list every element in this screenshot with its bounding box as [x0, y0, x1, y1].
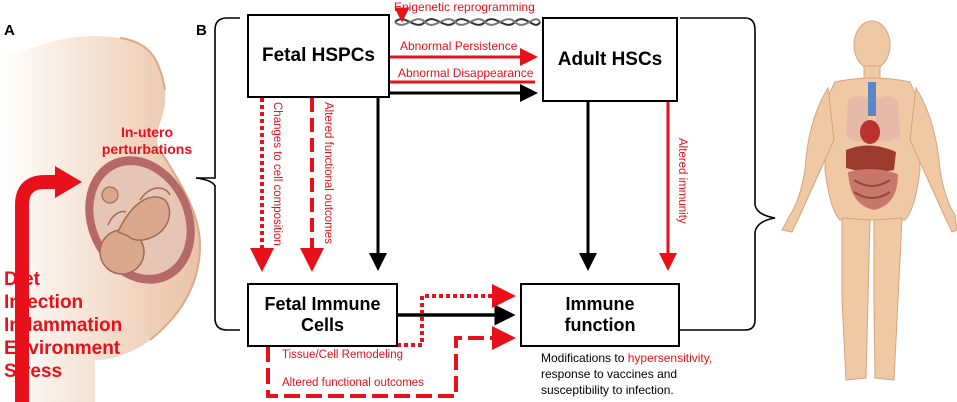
cell-composition-label: Changes to cell composition: [271, 102, 283, 246]
epigenetic-label: Epigenetic reprogramming: [394, 0, 535, 14]
altered-functional-bottom-label: Altered functional outcomes: [282, 377, 424, 389]
fetal-immune-cells-node: Fetal Immune Cells: [247, 283, 398, 347]
altered-immunity-label: Altered immunity: [676, 138, 688, 224]
factor-stress: Stress: [4, 361, 63, 382]
altered-functional-vertical-label: Altered functional outcomes: [322, 102, 334, 244]
modifications-hypersensitivity: hypersensitivity,: [627, 351, 713, 365]
factor-inflammation: Inflammation: [4, 315, 123, 336]
modifications-prefix: Modifications to: [541, 351, 625, 365]
disappearance-label: Abnormal Disappearance: [398, 66, 534, 80]
fetal-hspcs-node: Fetal HSPCs: [247, 14, 390, 98]
modifications-text: Modifications to hypersensitivity, respo…: [541, 350, 771, 398]
factor-environment: Environment: [4, 338, 121, 359]
in-utero-perturbations-label: In-utero perturbations: [101, 124, 193, 157]
human-body-illustration: [781, 20, 957, 381]
factor-list: Diet Infection Inflammation Environment …: [4, 268, 122, 383]
factor-infection: Infection: [4, 292, 84, 313]
tissue-remodeling-label: Tissue/Cell Remodeling: [282, 349, 404, 361]
immune-function-node: Immune function: [520, 283, 680, 347]
modifications-vaccines: response to vaccines and: [541, 367, 678, 381]
modifications-infection: susceptibility to infection.: [541, 383, 674, 397]
left-brace: [196, 17, 240, 179]
perturbation-arrow: [15, 175, 60, 402]
persistence-label: Abnormal Persistence: [400, 39, 518, 53]
panel-b-letter: B: [196, 22, 207, 39]
adult-hscs-node: Adult HSCs: [542, 17, 678, 102]
bottom-functional-arrow: [266, 326, 516, 398]
right-brace: [680, 17, 776, 331]
tissue-remodeling-arrow: [397, 284, 516, 347]
dna-helix-icon: [394, 18, 541, 26]
factor-diet: Diet: [4, 269, 40, 290]
pregnant-belly-illustration: [0, 36, 202, 402]
panel-a-letter: A: [4, 22, 15, 39]
